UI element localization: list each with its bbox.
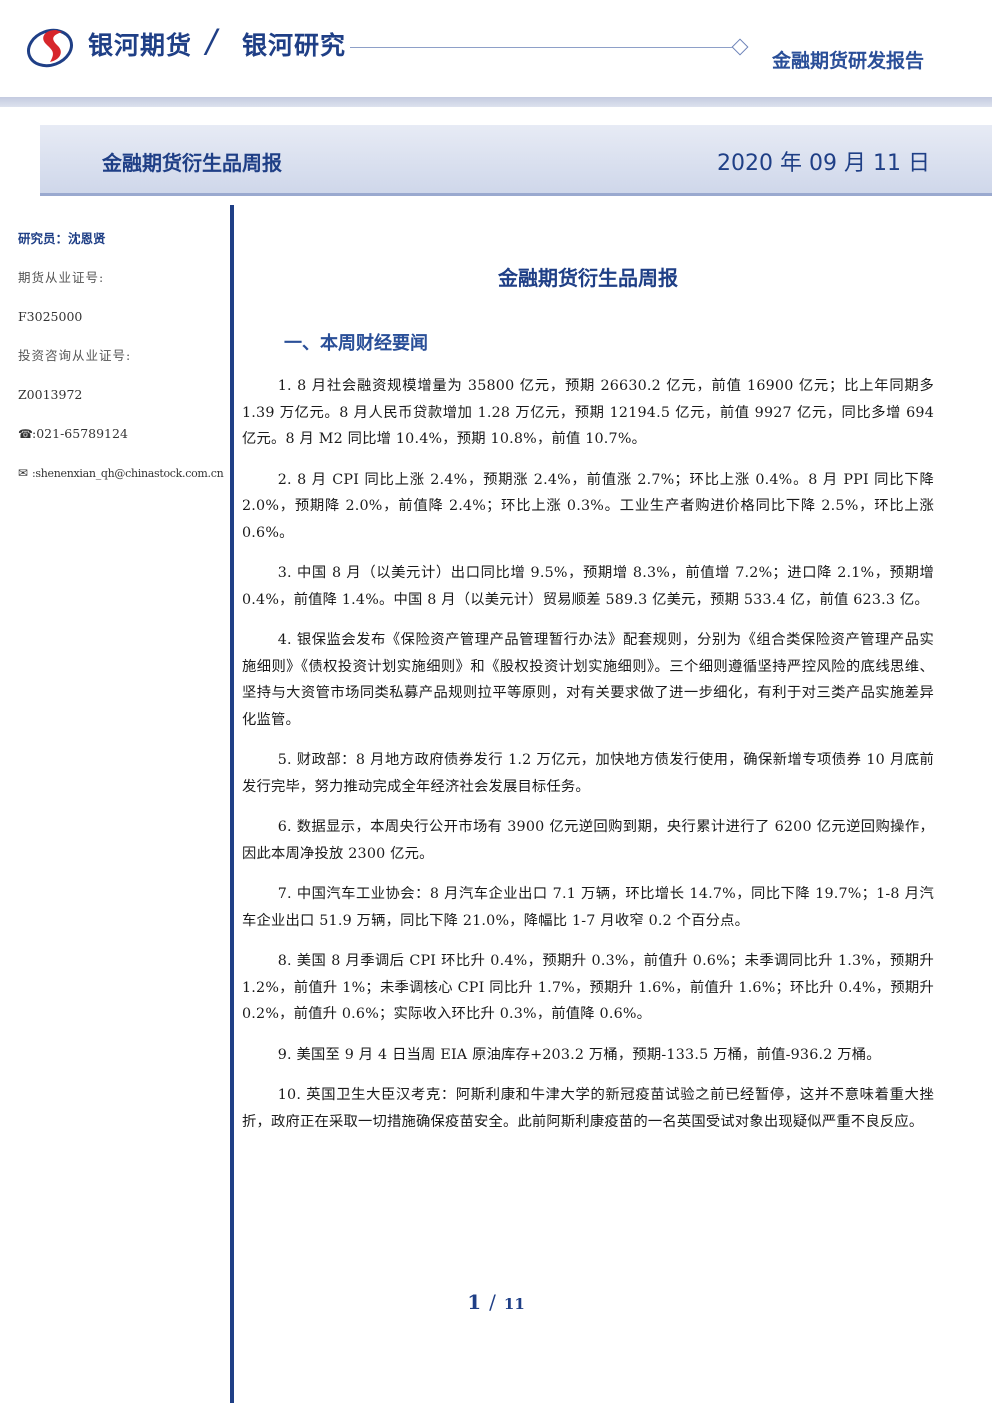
galaxy-logo-icon <box>27 28 73 68</box>
news-item: 1. 8 月社会融资规模增量为 35800 亿元，预期 26630.2 亿元，前… <box>242 378 934 447</box>
report-body: 金融期货衍生品周报 一、本周财经要闻 1. 8 月社会融资规模增量为 35800… <box>242 262 934 1149</box>
news-item: 3. 中国 8 月（以美元计）出口同比增 9.5%，预期增 8.3%，前值增 7… <box>242 565 934 608</box>
band-title: 金融期货衍生品周报 <box>102 151 282 175</box>
news-item: 8. 美国 8 月季调后 CPI 环比升 0.4%，预期升 0.3%，前值升 0… <box>242 953 934 1022</box>
brand-separator: / <box>206 22 217 60</box>
brand-subname: 银河研究 <box>242 31 347 60</box>
license-number: F3025000 <box>18 309 83 324</box>
report-date: 2020 年 09 月 11 日 <box>717 151 930 176</box>
title-band: 金融期货衍生品周报 2020 年 09 月 11 日 <box>40 125 992 196</box>
news-item: 7. 中国汽车工业协会：8 月汽车企业出口 7.1 万辆，环比增长 14.7%，… <box>242 886 934 929</box>
page-separator: / <box>489 1290 496 1314</box>
researcher-name: 研究员：沈恩贤 <box>18 231 106 246</box>
news-item: 2. 8 月 CPI 同比上涨 2.4%，预期涨 2.4%，前值涨 2.7%；环… <box>242 471 934 541</box>
news-item: 5. 财政部：8 月地方政府债券发行 1.2 万亿元，加快地方债发行使用，确保新… <box>242 752 934 795</box>
report-type-label: 金融期货研发报告 <box>771 50 924 72</box>
diamond-icon <box>731 38 749 56</box>
page-number: 1 / 11 <box>0 1290 992 1314</box>
sidebar-divider <box>230 205 234 1403</box>
news-item: 9. 美国至 9 月 4 日当周 EIA 原油库存+203.2 万桶，预期-13… <box>277 1046 881 1063</box>
header-band <box>0 97 992 107</box>
news-item: 4. 银保监会发布《保险资产管理产品管理暂行办法》配套规则，分别为《组合类保险资… <box>242 632 934 728</box>
header-rule <box>350 47 732 48</box>
brand-name: 银河期货 <box>88 31 193 60</box>
author-sidebar: 研究员：沈恩贤 期货从业证号: F3025000 投资咨询从业证号: Z0013… <box>18 228 228 501</box>
phone-number: :021-65789124 <box>32 426 128 441</box>
news-item: 10. 英国卫生大臣汉考克：阿斯利康和牛津大学的新冠疫苗试验之前已经暂停，这并不… <box>242 1087 934 1130</box>
page-header: 银河期货 / 银河研究 金融期货研发报告 <box>0 0 992 107</box>
document-title: 金融期货衍生品周报 <box>498 266 678 290</box>
mail-icon: ✉ <box>18 466 29 480</box>
current-page: 1 <box>467 1290 482 1314</box>
news-item: 6. 数据显示，本周央行公开市场有 3900 亿元逆回购到期，央行累计进行了 6… <box>242 819 934 862</box>
total-pages: 11 <box>503 1295 525 1313</box>
email-address[interactable]: :shenenxian_qh@chinastock.com.cn <box>32 467 224 480</box>
advisor-number: Z0013972 <box>18 387 83 402</box>
license-label: 期货从业证号: <box>18 270 105 285</box>
section-heading: 一、本周财经要闻 <box>284 333 428 354</box>
phone-icon: ☎ <box>18 427 33 441</box>
advisor-label: 投资咨询从业证号: <box>18 348 132 363</box>
